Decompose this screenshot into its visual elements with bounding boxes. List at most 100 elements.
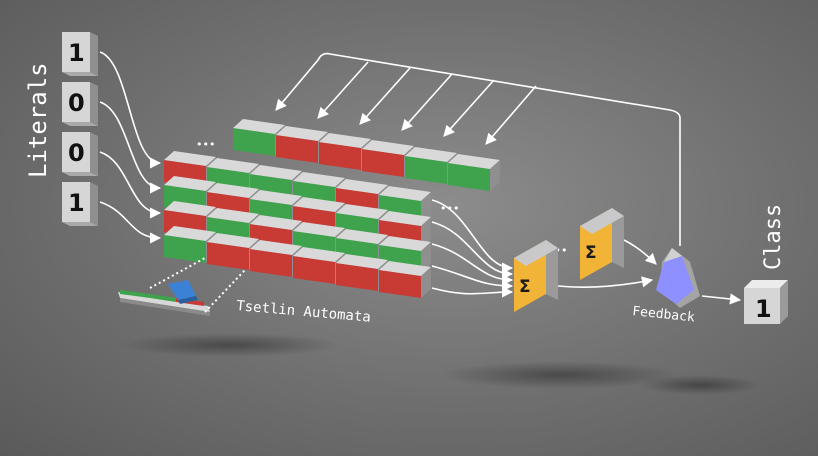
- automaton-back-5-side: [490, 160, 500, 191]
- literal-value-0: 1: [68, 39, 85, 67]
- automata-label: Tsetlin Automata: [236, 298, 372, 326]
- feedback-main-wire: [275, 52, 681, 246]
- automaton-r3-c4-top: [336, 254, 388, 269]
- automaton-back-1-top: [276, 126, 328, 141]
- automaton-r3-c2-front: [250, 249, 292, 277]
- automaton-back-0-top: [233, 119, 285, 134]
- ellipsis-right: •••: [440, 202, 459, 215]
- input-wire-1: [99, 101, 162, 194]
- automaton-back-5: [448, 154, 500, 191]
- floor-shadows: [120, 333, 760, 395]
- automaton-back-3-front: [362, 149, 404, 177]
- literal-box-0-bottom: [62, 72, 98, 76]
- sum-to-feedback-wire: [557, 276, 654, 288]
- clause-output-wire-2: [431, 243, 514, 286]
- sum-unit-main: Σ: [514, 240, 558, 312]
- automaton-r3-c0-front: [164, 235, 206, 263]
- clause-output-wire-3: [431, 265, 514, 292]
- sum-symbol-secondary: Σ: [585, 243, 597, 263]
- literal-box-0-face: [62, 32, 90, 72]
- automaton-r3-c1-front: [207, 242, 249, 270]
- automaton-r2-c5-top: [379, 236, 431, 251]
- literal-box-1-side: [90, 82, 98, 126]
- feedback-unit: [656, 248, 700, 308]
- automaton-back-2-front: [319, 142, 361, 170]
- automaton-r3-c4-front: [336, 263, 378, 291]
- sum-symbol-main: Σ: [519, 277, 531, 297]
- automaton-back-4-top: [405, 147, 457, 162]
- literal-input-wires: [99, 51, 162, 244]
- feedback-label: Feedback: [632, 304, 696, 325]
- input-wire-2: [99, 151, 162, 219]
- automaton-r0-c1-top: [207, 158, 259, 173]
- clause-output-wire-1: [431, 221, 514, 280]
- automaton-r3-c5-top: [379, 261, 431, 276]
- automaton-r1-c5-side: [421, 217, 431, 248]
- literal-box-3-bottom: [62, 222, 98, 226]
- literal-box-3-face: [62, 182, 90, 222]
- literal-box-2-side: [90, 132, 98, 176]
- literal-box-1: 0: [62, 82, 98, 126]
- sum2-to-feedback-wire: [623, 239, 657, 265]
- automaton-r1-c1-top: [207, 183, 259, 198]
- feedback-wires: [275, 52, 681, 246]
- class-output-value: 1: [755, 295, 772, 323]
- automata-front-layer: [164, 151, 431, 298]
- automaton-r1-c5-top: [379, 211, 431, 226]
- literal-box-0: 1: [62, 32, 98, 76]
- literal-inputs: 1 0 0 1: [62, 32, 98, 226]
- literal-box-2-bottom: [62, 172, 98, 176]
- automaton-r0-c2-top: [250, 165, 302, 180]
- automaton-r0-c5-side: [421, 192, 431, 223]
- class-output-box: 1: [744, 280, 788, 324]
- automaton-r3-c0-top: [164, 226, 216, 241]
- literal-box-3: 1: [62, 182, 98, 226]
- feedback-drop-wire-2: [401, 73, 453, 131]
- automaton-r0-c4-top: [336, 179, 388, 194]
- automaton-back-5-top: [448, 154, 500, 169]
- literal-box-1-bottom: [62, 122, 98, 126]
- automaton-back-4-front: [405, 156, 447, 184]
- ellipsis-top-left: •••: [196, 138, 215, 151]
- sum-unit-secondary: Σ: [580, 208, 624, 280]
- automaton-r2-c0-top: [164, 201, 216, 216]
- automaton-r3-c3-front: [293, 256, 335, 284]
- automaton-back-3-top: [362, 140, 414, 155]
- class-label: Class: [761, 204, 786, 270]
- automaton-r3-c5: [379, 261, 431, 298]
- automaton-r1-c0-top: [164, 176, 216, 191]
- literal-value-1: 0: [68, 89, 85, 117]
- automaton-r3-c5-side: [421, 267, 431, 298]
- feedback-drop-wire-0: [317, 61, 369, 119]
- literal-value-3: 1: [68, 189, 85, 217]
- automaton-back-5-front: [448, 163, 490, 191]
- automaton-r1-c4-top: [336, 204, 388, 219]
- automaton-r0-c3-top: [293, 172, 345, 187]
- input-wire-0: [99, 51, 162, 169]
- feedback-drop-wire-1: [359, 67, 411, 125]
- automaton-r3-c2-top: [250, 240, 302, 255]
- clause-output-wire-0: [431, 199, 514, 274]
- automaton-back-0-front: [233, 128, 275, 156]
- automaton-r3-c3-top: [293, 247, 345, 262]
- literal-box-2-face: [62, 132, 90, 172]
- automaton-r0-c0-top: [164, 151, 216, 166]
- feedback-to-class-wire: [701, 293, 742, 305]
- literal-value-2: 0: [68, 139, 85, 167]
- automaton-r2-c4-top: [336, 229, 388, 244]
- automaton-r1-c3-top: [293, 197, 345, 212]
- literals-label: Literals: [24, 62, 52, 178]
- automaton-back-1-front: [276, 135, 318, 163]
- input-wire-3: [99, 201, 162, 244]
- automaton-r2-c3-top: [293, 222, 345, 237]
- automaton-r2-c1-top: [207, 208, 259, 223]
- automata-back-layer: [233, 119, 500, 191]
- automaton-r2-c2-top: [250, 215, 302, 230]
- literal-box-1-face: [62, 82, 90, 122]
- literal-box-3-side: [90, 182, 98, 226]
- literal-box-2: 0: [62, 132, 98, 176]
- clause-output-wire-4: [431, 286, 514, 298]
- automaton-r3-c1-top: [207, 233, 259, 248]
